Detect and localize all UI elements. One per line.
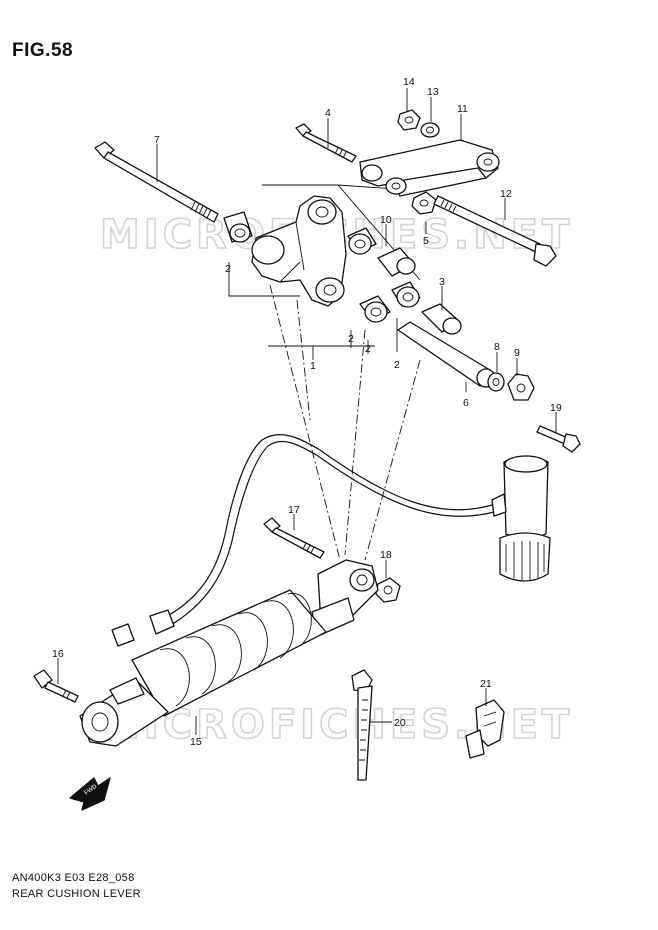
bearing-2-right (391, 281, 421, 308)
bolt-4 (295, 123, 357, 163)
bolt-17 (263, 517, 325, 559)
callout-2-center: 2 (348, 333, 354, 345)
callout-19: 19 (550, 402, 562, 414)
assembly-guide-lines (262, 184, 421, 561)
callout-21: 21 (480, 678, 492, 690)
nut-5 (411, 191, 437, 215)
callout-18: 18 (380, 549, 392, 561)
diagram-caption: REAR CUSHION LEVER (12, 888, 141, 900)
bearing-2-lower (359, 295, 391, 323)
preload-adjuster (491, 455, 551, 582)
rear-shock-absorber-15 (79, 559, 379, 747)
callout-16: 16 (52, 648, 64, 660)
diagram-code: AN400K3 E03 E28_058 (12, 872, 135, 884)
spacer-3 (421, 303, 462, 335)
callout-labels: 14 13 11 4 7 12 10 5 2 3 1 2 2 2 8 9 6 1… (52, 76, 562, 748)
callout-3: 3 (439, 276, 445, 288)
washer-8 (487, 372, 505, 392)
callout-4: 4 (325, 107, 331, 119)
callout-9: 9 (514, 347, 520, 359)
callout-11: 11 (457, 103, 468, 115)
nut-18 (375, 577, 401, 603)
spacer-10 (377, 247, 416, 277)
callout-1: 1 (310, 360, 316, 372)
callout-10: 10 (380, 214, 392, 226)
callout-12: 12 (500, 188, 512, 200)
leader-lines (57, 88, 557, 735)
callout-14: 14 (403, 76, 415, 88)
callout-15: 15 (190, 736, 202, 748)
figure-title: FIG.58 (12, 40, 74, 61)
callout-5: 5 (423, 235, 429, 247)
cable-tie-20 (351, 669, 373, 781)
long-bolt-7 (94, 141, 219, 223)
callout-6: 6 (463, 397, 469, 409)
callout-17: 17 (288, 504, 300, 516)
callout-20: 20 (394, 717, 406, 729)
nut-9 (507, 373, 535, 401)
cushion-rod-11 (359, 139, 500, 197)
callout-13: 13 (427, 86, 439, 98)
forward-direction-marker: FWD (69, 777, 111, 811)
hydraulic-hose (149, 433, 495, 635)
callout-8: 8 (494, 341, 500, 353)
callout-7: 7 (154, 134, 160, 146)
bolt-19 (536, 425, 581, 453)
callout-2-left: 2 (225, 263, 231, 275)
clamp-21 (465, 699, 505, 759)
nut-14 (397, 109, 421, 131)
bolt-16 (33, 669, 79, 703)
bearing-2-center (347, 227, 377, 255)
bearing-2-left (223, 211, 253, 243)
cushion-lever-1 (251, 195, 347, 307)
callout-2-right: 2 (394, 359, 400, 371)
bolt-12 (433, 195, 557, 267)
washer-13 (420, 122, 440, 138)
callout-2-lower: 2 (365, 343, 371, 355)
